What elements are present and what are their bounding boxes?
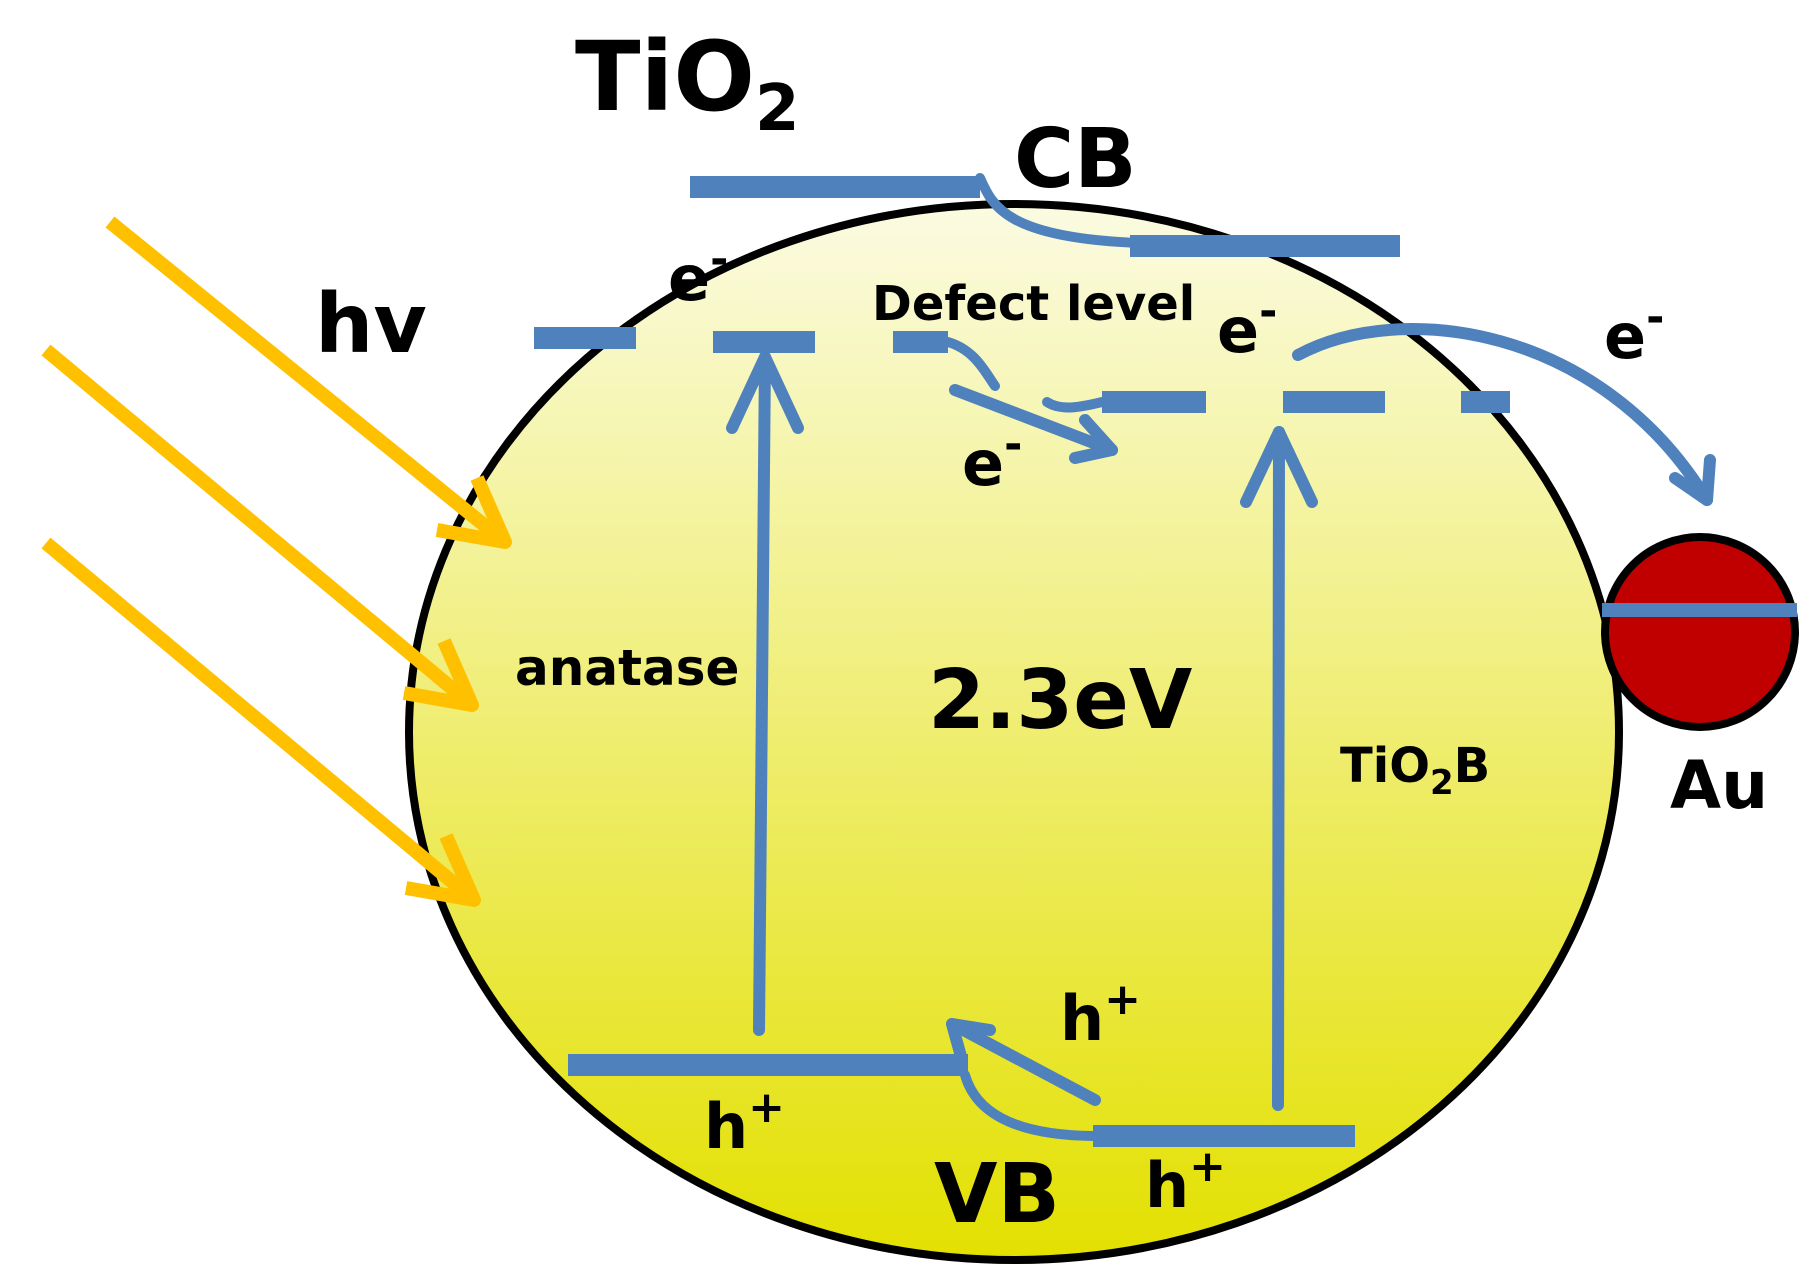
light-arrow-2: [41, 344, 479, 712]
electron-label-transfer: e-: [962, 419, 1022, 500]
hole-transfer-arrow: [946, 1018, 1101, 1106]
light-arrow-1: [105, 216, 512, 549]
cb-bending-curve: [975, 173, 1145, 248]
electron-label-au: e-: [1604, 292, 1664, 373]
defect-level-curve: [943, 337, 1000, 391]
au-particle: [1601, 533, 1799, 731]
vb-bending-curve: [960, 1070, 1098, 1141]
defect-level-label: Defect level: [872, 276, 1195, 332]
hole-label-tio2b: h+: [1145, 1141, 1226, 1222]
electron-label-anatase: e-: [668, 234, 728, 315]
cb-label: CB: [1014, 112, 1137, 207]
band-gap-label: 2.3eV: [928, 653, 1193, 748]
hv-label: hv: [315, 277, 427, 372]
tio2-label: TiO2: [575, 21, 800, 146]
tio2-particle: [405, 200, 1623, 1264]
defect-tio2b-curve: [1042, 397, 1107, 413]
light-arrow-3: [41, 537, 481, 907]
anatase-excitation-arrow: [726, 351, 804, 1036]
band-curves: [943, 173, 1145, 1141]
hole-label-transfer: h+: [1060, 974, 1141, 1055]
light-arrows: [41, 216, 512, 907]
tio2b-label: TiO2B: [1340, 738, 1490, 803]
tio2b-excitation-arrow: [1240, 426, 1318, 1111]
transfer-arrows: [726, 322, 1716, 1111]
hole-label-anatase: h+: [704, 1082, 785, 1163]
vb-label: VB: [934, 1147, 1060, 1242]
anatase-label: anatase: [515, 639, 739, 697]
electron-to-au-arrow: [1292, 322, 1716, 506]
au-label: Au: [1670, 747, 1768, 824]
band-levels: [534, 176, 1510, 1147]
electron-label-defect: e-: [1217, 286, 1277, 367]
defect-electron-transfer-arrow: [949, 384, 1118, 464]
